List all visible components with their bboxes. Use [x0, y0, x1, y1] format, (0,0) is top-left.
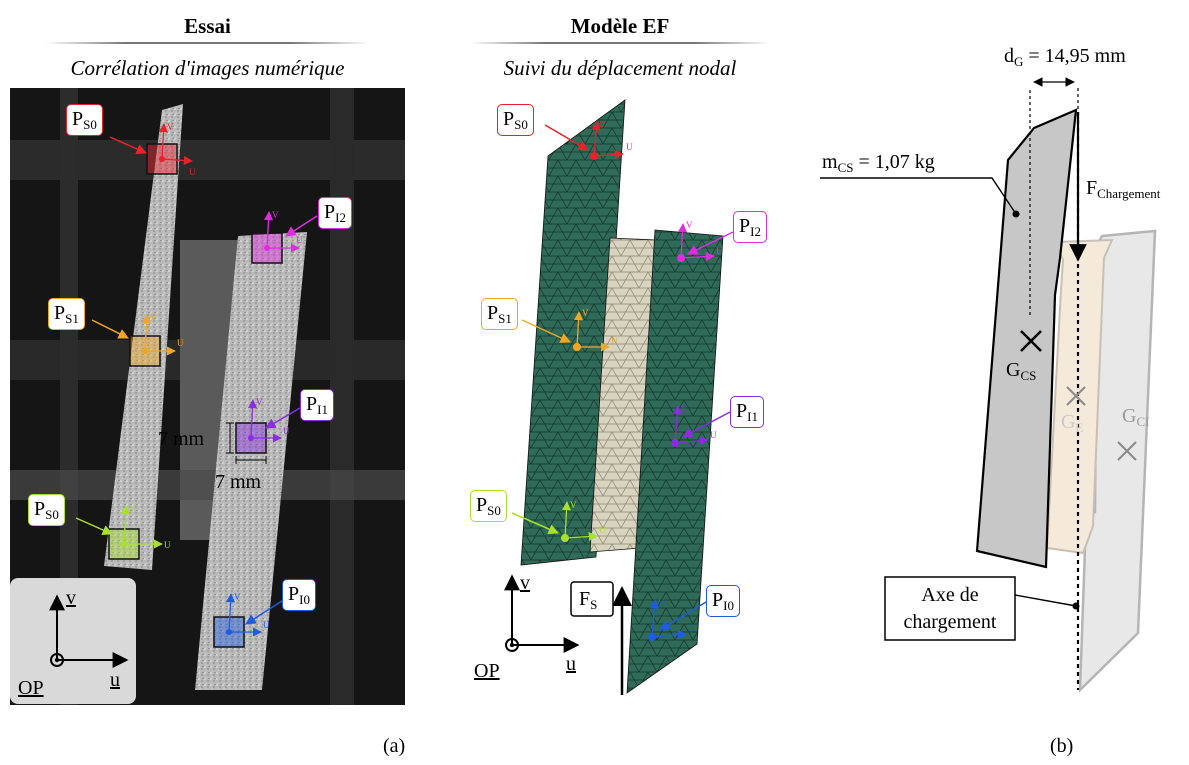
mesh-label-pi0: PI0 — [706, 585, 740, 617]
title-left: Essai — [184, 14, 231, 38]
mesh-lower-part — [626, 229, 724, 694]
photo-label-pi2: PI2 — [318, 197, 352, 229]
mesh-label-ps1: PS1 — [481, 298, 518, 330]
specimen-lower — [195, 232, 307, 690]
mcs-label: mCS = 1,07 kg — [822, 151, 935, 175]
photo-label-ps0-bottom: PS0 — [28, 494, 65, 526]
svg-text:U: U — [283, 426, 290, 436]
photo-axes-box — [10, 578, 136, 704]
svg-text:V: V — [234, 592, 241, 602]
fload-label: FChargement — [1086, 177, 1161, 201]
svg-text:V: V — [256, 397, 263, 407]
svg-text:U: U — [164, 540, 171, 550]
mesh-label-ps0-top: PS0 — [497, 104, 534, 136]
caption-b: (b) — [1050, 735, 1074, 757]
svg-text:U: U — [626, 142, 633, 152]
mesh-axes — [504, 574, 580, 653]
force-label: FS — [579, 588, 598, 612]
title-middle-rule — [470, 42, 770, 44]
mesh-markers — [511, 121, 734, 641]
svg-text:V: V — [681, 404, 688, 414]
photo-label-pi1: PI1 — [300, 389, 334, 421]
axis-label-line1: Axe de — [921, 584, 979, 606]
photo-label-ps1: PS1 — [48, 298, 85, 330]
svg-text:V: V — [129, 504, 136, 514]
subtitle-middle: Suivi du déplacement nodal — [503, 56, 737, 80]
specimen-upper — [104, 104, 183, 570]
mesh-uv-labels: V U V U V U V U V U V U — [570, 120, 723, 633]
photo-uv-labels: V U V U V U V U V U V U — [129, 122, 303, 630]
mesh-label-ps0-bottom: PS0 — [470, 490, 507, 522]
gci-label: GCI — [1122, 405, 1150, 429]
axis-label-box — [884, 576, 1016, 641]
photo-label-pi0: PI0 — [282, 579, 316, 611]
subtitle-left: Corrélation d'images numérique — [70, 56, 345, 80]
title-left-rule — [45, 42, 370, 44]
svg-text:V: V — [582, 308, 589, 318]
svg-text:V: V — [599, 120, 606, 130]
svg-text:U: U — [296, 235, 303, 245]
ge-label: GE — [1061, 411, 1084, 435]
force-label-box — [570, 581, 614, 617]
svg-text:V: V — [272, 210, 279, 220]
svg-text:U: U — [263, 620, 270, 630]
photo-axis-u: u — [110, 669, 120, 691]
svg-text:U: U — [599, 525, 606, 535]
svg-text:U: U — [716, 246, 723, 256]
cross-gcs — [1020, 330, 1042, 352]
photo-axis-op: OP — [18, 677, 44, 699]
svg-text:U: U — [177, 338, 184, 348]
dim-height: 7 mm — [158, 428, 205, 450]
svg-text:V: V — [167, 122, 174, 132]
dim-width: 7 mm — [215, 471, 262, 493]
dg-label: dG = 14,95 mm — [1004, 45, 1126, 69]
panel-b — [820, 77, 1157, 694]
axis-label-line2: chargement — [903, 611, 997, 633]
photo-label-ps0-top: PS0 — [66, 104, 103, 136]
cross-ge — [1066, 386, 1086, 406]
mesh-label-pi2: PI2 — [733, 211, 767, 243]
cross-gci — [1117, 441, 1137, 461]
svg-text:V: V — [686, 220, 693, 230]
fe-mesh — [520, 99, 724, 694]
mesh-axis-v: v — [520, 572, 530, 594]
photo-markers — [75, 123, 318, 648]
svg-text:V: V — [658, 598, 665, 608]
photo-axis-v: v — [66, 587, 76, 609]
svg-text:U: U — [189, 167, 196, 177]
gcs-label: GCS — [1006, 359, 1037, 383]
caption-a: (a) — [383, 735, 406, 757]
svg-text:V: V — [150, 312, 157, 322]
svg-text:V: V — [570, 500, 577, 510]
svg-text:U: U — [611, 336, 618, 346]
svg-text:U: U — [688, 623, 695, 633]
title-middle: Modèle EF — [570, 14, 670, 38]
part-cs — [975, 108, 1078, 569]
mesh-label-pi1: PI1 — [730, 396, 764, 428]
mesh-axis-op: OP — [474, 660, 500, 682]
part-e — [1045, 238, 1114, 555]
svg-text:U: U — [710, 430, 717, 440]
mesh-axis-u: u — [566, 653, 576, 675]
